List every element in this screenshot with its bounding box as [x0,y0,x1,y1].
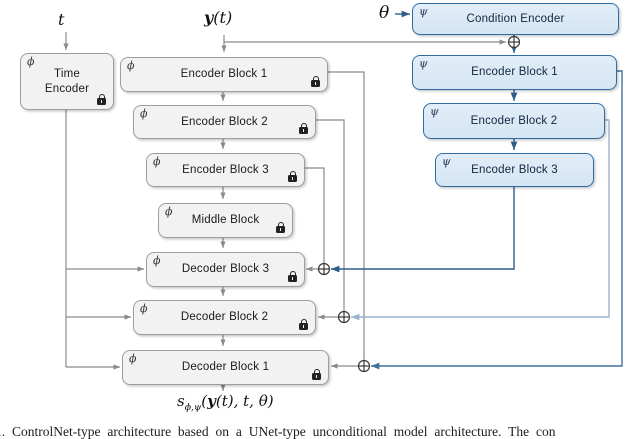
psi-symbol: ψ [419,57,428,70]
block-label: Decoder Block 2 [180,311,269,324]
gray-wires [63,32,506,391]
sum-nodes [317,35,521,373]
figure-caption: 1. ControlNet-type architecture based on… [0,424,556,439]
lock-icon [299,122,308,134]
data-input-label: y(t) [204,8,232,27]
block-label: Time Encoder [44,68,90,95]
phi-symbol: ϕ [140,302,148,315]
time-symbol: t [58,10,65,29]
sum-node-decoder2 [337,310,351,324]
psi-symbol: ψ [430,105,439,118]
control-encoder-block-2: ψ Encoder Block 2 [423,103,605,139]
block-label: Middle Block [191,214,260,227]
control-encoder-block-1: ψ Encoder Block 1 [412,55,617,90]
theta-symbol: θ [379,3,390,23]
control-wires [331,10,623,370]
phi-symbol: ϕ [127,59,135,72]
main-encoder-block-1: ϕ Encoder Block 1 [120,57,328,92]
lock-icon [276,221,285,233]
y-symbol: y [204,8,214,27]
time-encoder-block: ϕ Time Encoder [20,53,114,110]
lock-icon [97,93,106,105]
lock-icon [311,75,320,87]
phi-symbol: ϕ [153,254,161,267]
lock-icon [288,270,297,282]
decoder-block-2: ϕ Decoder Block 2 [133,300,316,335]
sum-node-decoder1 [357,359,371,373]
formula-base: s [177,392,185,410]
phi-symbol: ϕ [27,55,35,68]
formula-rest: (t), t, θ) [215,392,274,410]
time-input-label: t [58,10,64,29]
phi-symbol: ϕ [140,107,148,120]
block-label: Encoder Block 1 [180,68,268,81]
lock-icon [288,170,297,182]
decoder-block-1: ϕ Decoder Block 1 [122,350,329,385]
lock-icon [312,368,321,380]
block-label: Encoder Block 2 [181,115,268,128]
condition-input-label: θ [379,3,389,23]
block-label: Encoder Block 1 [471,66,558,79]
control-encoder-block-3: ψ Encoder Block 3 [435,153,594,187]
block-label: Decoder Block 3 [181,263,270,276]
block-label: Encoder Block 3 [182,163,269,176]
block-label: Encoder Block 3 [471,163,558,176]
middle-block: ϕ Middle Block [158,203,293,238]
sum-node-decoder3 [317,262,331,276]
psi-symbol: ψ [419,5,428,18]
output-formula: sϕ,ψ(y(t), t, θ) [177,392,274,413]
block-label: Encoder Block 2 [470,114,558,127]
phi-symbol: ϕ [129,352,137,365]
block-label: Decoder Block 1 [181,361,270,374]
phi-symbol: ϕ [153,155,161,168]
formula-y: y [207,392,216,410]
sum-node-condition [507,35,521,49]
psi-symbol: ψ [442,155,451,168]
formula-subscript: ϕ,ψ [184,402,202,413]
y-args: (t) [213,8,233,27]
main-encoder-block-2: ϕ Encoder Block 2 [133,105,316,139]
main-encoder-block-3: ϕ Encoder Block 3 [146,153,305,187]
lock-icon [299,318,308,330]
phi-symbol: ϕ [165,205,173,218]
block-label: Condition Encoder [466,12,565,25]
formula-paren: ( [201,392,208,410]
condition-encoder-block: ψ Condition Encoder [412,3,619,35]
decoder-block-3: ϕ Decoder Block 3 [146,252,305,287]
